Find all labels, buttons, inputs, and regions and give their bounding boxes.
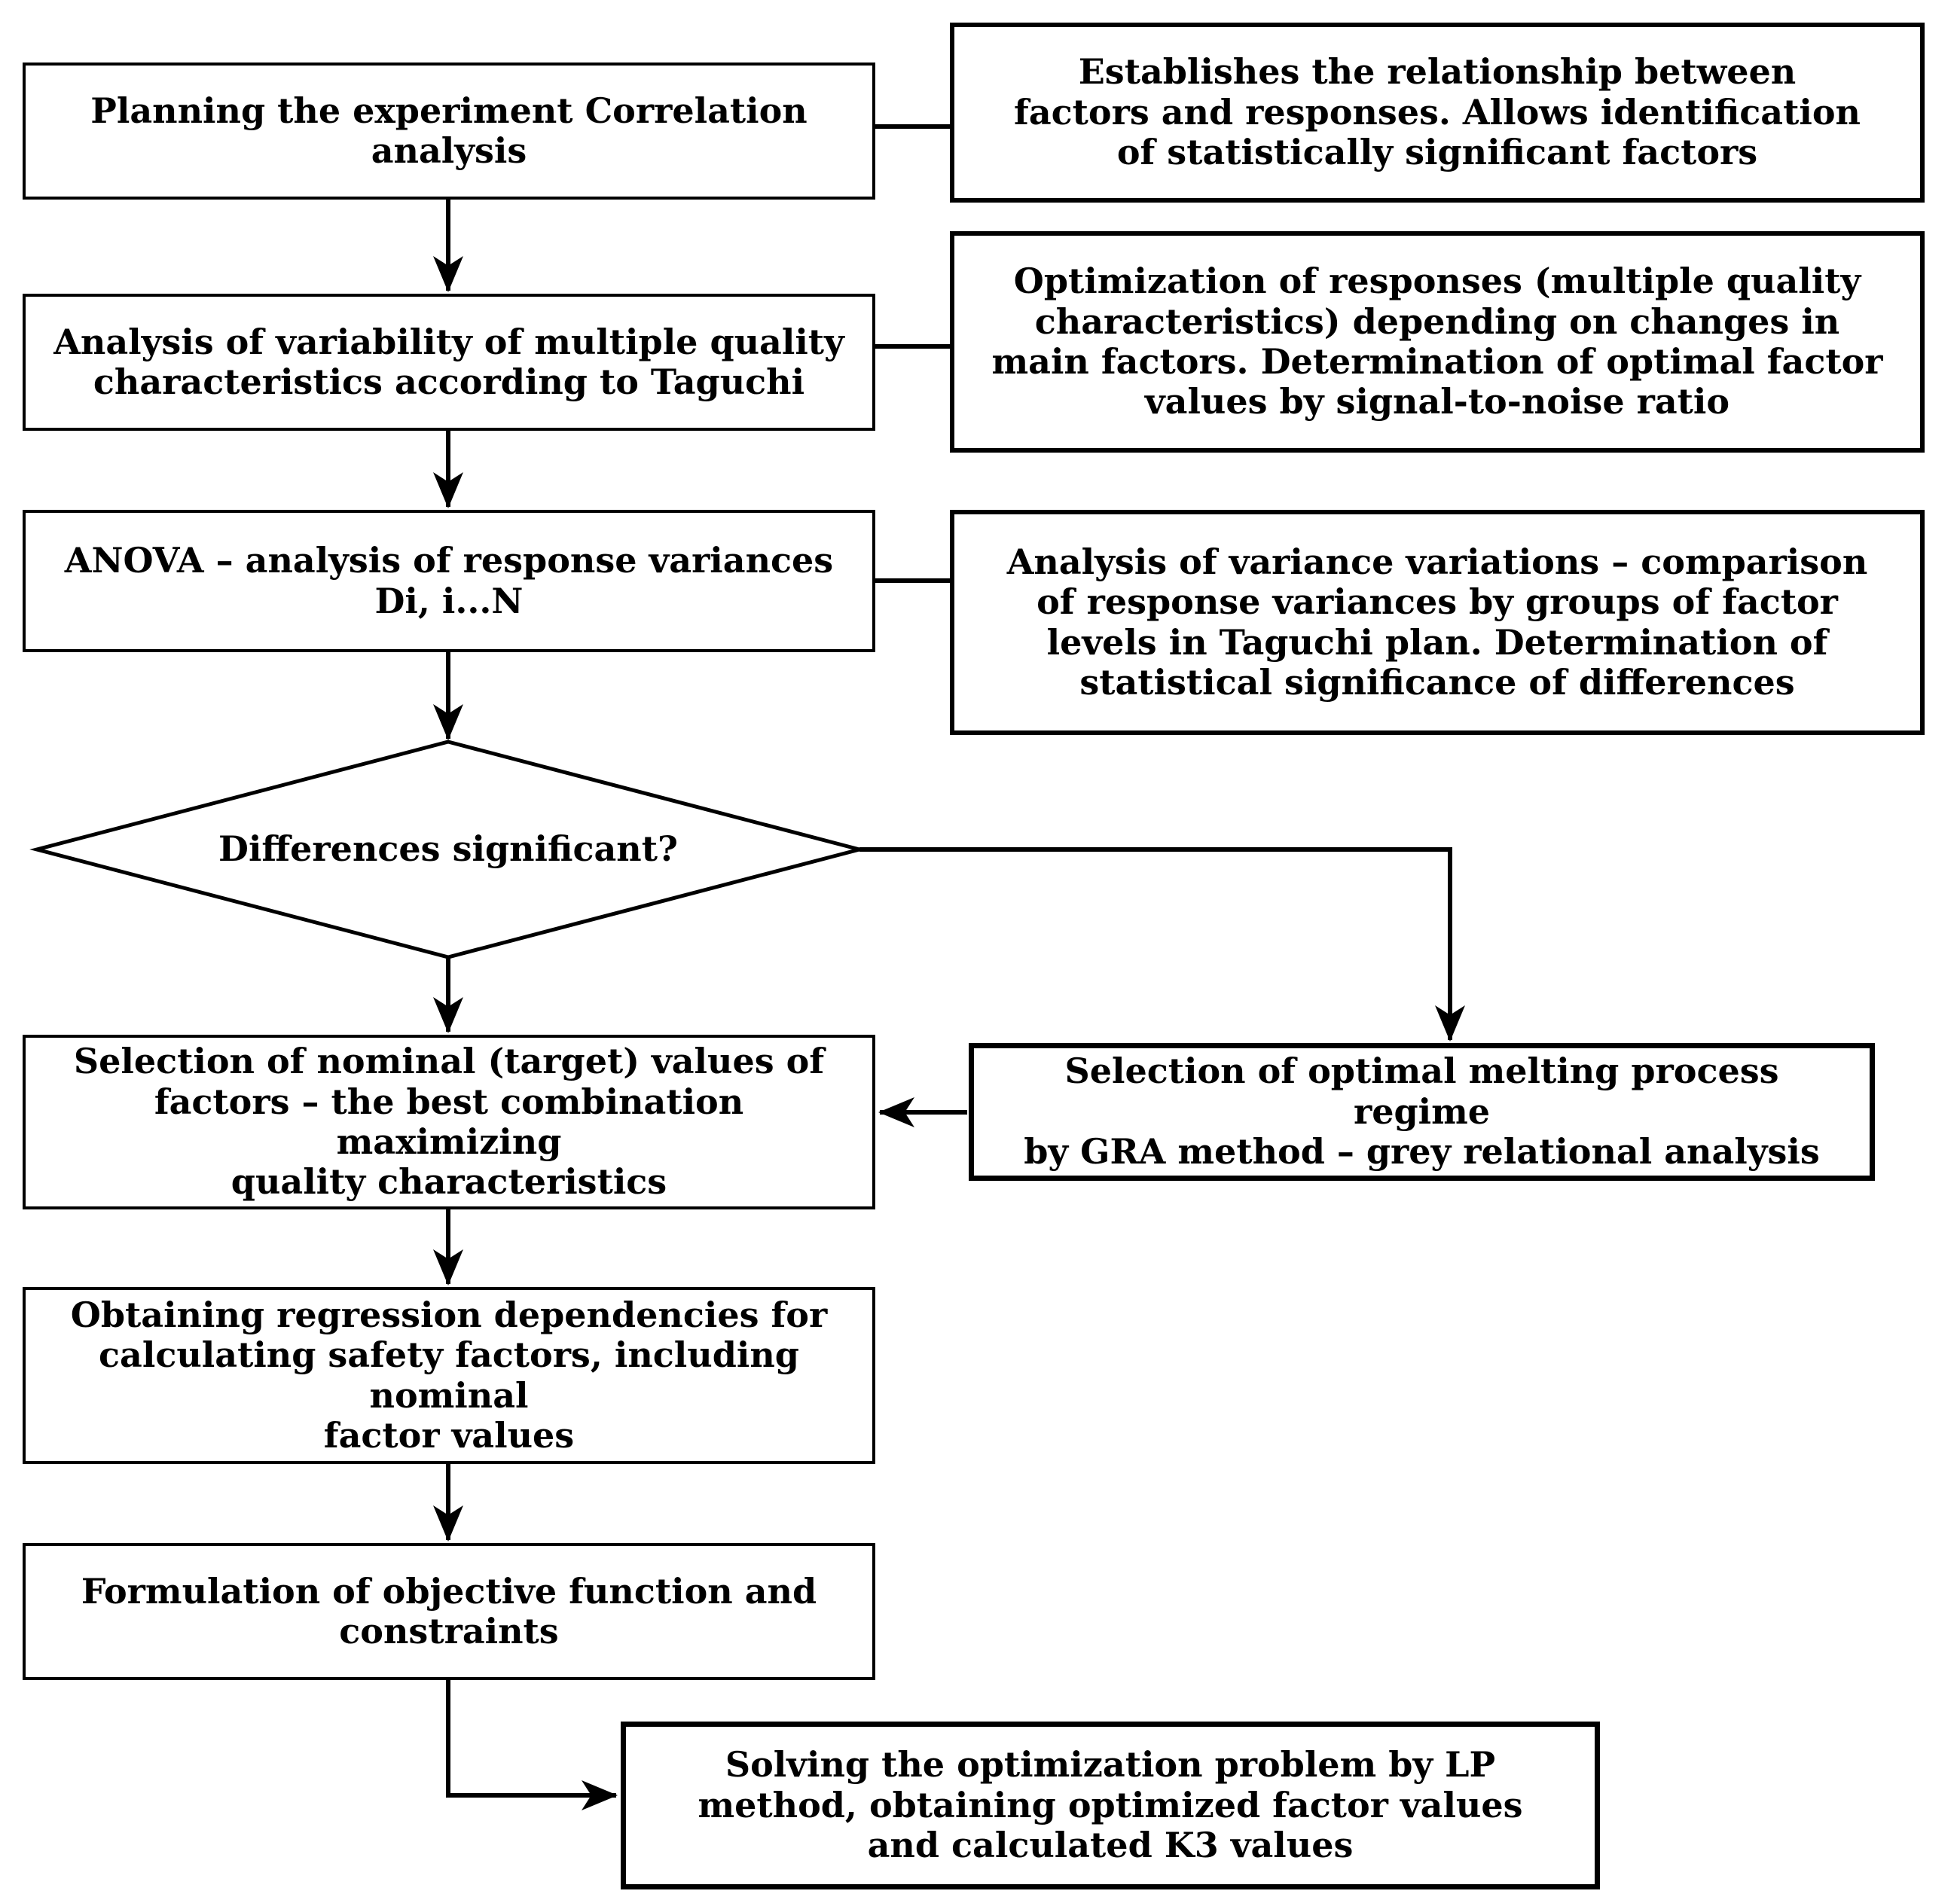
arrow-decision-to-gra xyxy=(859,847,1465,1042)
node-selection-nominal: Selection of nominal (target) values of … xyxy=(23,1035,875,1209)
node-decision-label: Differences significant? xyxy=(218,828,678,870)
node-objective-function: Formulation of objective function and co… xyxy=(23,1543,875,1680)
node-gra-method: Selection of optimal melting process reg… xyxy=(969,1043,1875,1181)
node-anova: ANOVA – analysis of response variances D… xyxy=(23,510,875,652)
node-regression-dependencies: Obtaining regression dependencies for ca… xyxy=(23,1287,875,1464)
node-variance-comparison-annotation: Analysis of variance variations – compar… xyxy=(950,510,1925,735)
decision-diamond-shape xyxy=(29,740,867,959)
node-establishes-annotation: Establishes the relationship between fac… xyxy=(950,23,1925,203)
node-optimization-annotation: Optimization of responses (multiple qual… xyxy=(950,231,1925,453)
node-planning: Planning the experiment Correlation anal… xyxy=(23,63,875,200)
node-variability-taguchi: Analysis of variability of multiple qual… xyxy=(23,294,875,431)
arrow-objective-to-solving xyxy=(446,1679,618,1810)
node-solving-lp: Solving the optimization problem by LP m… xyxy=(621,1722,1600,1889)
